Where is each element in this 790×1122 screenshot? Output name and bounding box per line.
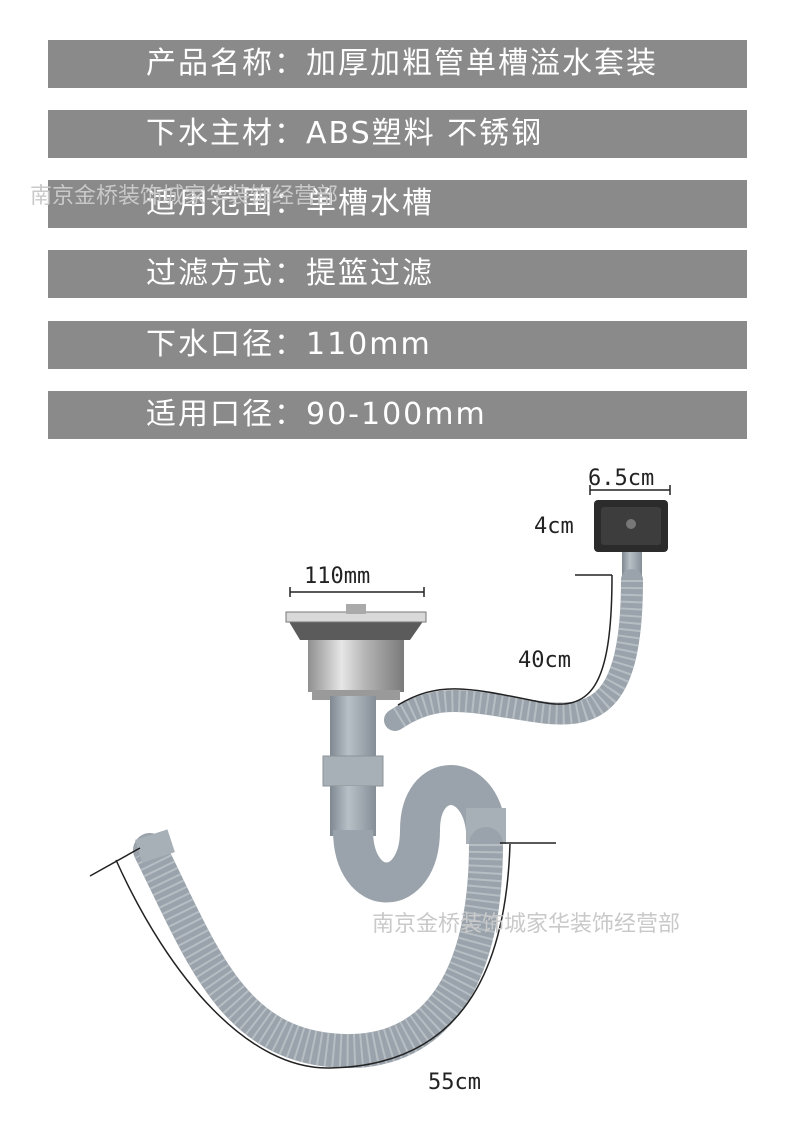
dimension-lines	[89, 485, 671, 1069]
strainer-basket	[285, 604, 427, 700]
s-trap	[333, 765, 506, 903]
spec-value: 加厚加粗管单槽溢水套装	[306, 46, 658, 81]
spec-row-scope: 适用范围：单槽水槽	[48, 180, 747, 228]
spec-value: 提篮过滤	[306, 256, 434, 291]
spec-label: 下水主材：	[146, 116, 306, 151]
dim-strainer-diameter: 110mm	[304, 564, 371, 589]
spec-label: 适用范围：	[146, 186, 306, 221]
spec-row-fit-diameter: 适用口径：90-100mm	[48, 391, 747, 439]
spec-value: ABS塑料 不锈钢	[306, 116, 544, 151]
spec-value: 110mm	[306, 327, 432, 362]
spec-label: 适用口径：	[146, 397, 306, 432]
drain-hose	[133, 827, 503, 1068]
spec-label: 过滤方式：	[146, 256, 306, 291]
dim-overflow-hose-length: 40cm	[518, 648, 571, 673]
tailpiece	[330, 696, 376, 756]
spec-label: 产品名称：	[146, 46, 306, 81]
spec-label: 下水口径：	[146, 327, 306, 362]
spec-row-product-name: 产品名称：加厚加粗管单槽溢水套装	[48, 40, 747, 88]
overflow-cover	[594, 500, 668, 552]
spec-value: 单槽水槽	[306, 186, 434, 221]
spec-row-material: 下水主材：ABS塑料 不锈钢	[48, 110, 747, 158]
spec-row-drain-diameter: 下水口径：110mm	[48, 321, 747, 369]
spec-value: 90-100mm	[306, 397, 487, 432]
dim-drain-hose-length: 55cm	[428, 1070, 481, 1095]
sink-drain-kit-illustration	[89, 485, 671, 1069]
spec-row-filter: 过滤方式：提篮过滤	[48, 250, 747, 298]
dim-overflow-width: 6.5cm	[588, 466, 655, 491]
watermark-bottom: 南京金桥装饰城家华装饰经营部	[372, 912, 681, 937]
watermark-top: 南京金桥装饰城家华装饰经营部	[30, 184, 339, 209]
dim-overflow-height: 4cm	[534, 514, 574, 539]
overflow-hose	[384, 569, 643, 731]
